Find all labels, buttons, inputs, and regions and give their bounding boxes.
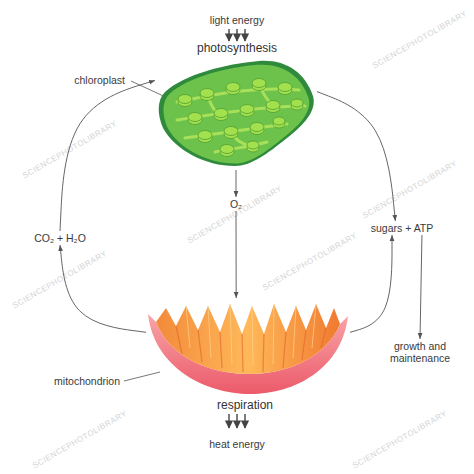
- flow-arrow: [350, 235, 392, 332]
- flow-arrow: [236, 211, 237, 298]
- flow-arrow: [420, 235, 422, 339]
- watermark: SCIENCEPHOTOLIBRARY: [20, 118, 119, 182]
- energy-label: heat energy: [209, 438, 264, 450]
- mitochondrion: mitochondrionrespiration: [146, 298, 350, 396]
- chloroplast: photosynthesischloroplast: [155, 58, 317, 170]
- watermark: SCIENCEPHOTOLIBRARY: [185, 183, 284, 247]
- watermark: SCIENCEPHOTOLIBRARY: [370, 8, 469, 72]
- watermark: SCIENCEPHOTOLIBRARY: [10, 248, 109, 312]
- outcome-label: growth and maintenance: [382, 339, 458, 365]
- leader-line: [124, 372, 160, 381]
- substance-label: CO₂ + H₂O: [32, 231, 88, 245]
- part-label: chloroplast: [63, 74, 125, 86]
- node-text: CO₂ + H₂O: [34, 232, 86, 244]
- flow-arrow: [60, 80, 155, 231]
- substance-label: sugars + ATP: [369, 221, 436, 235]
- light-arrows: [229, 29, 245, 41]
- heat-arrows: [229, 414, 245, 428]
- watermark: SCIENCEPHOTOLIBRARY: [260, 230, 359, 294]
- part-label: mitochondrion: [48, 375, 120, 387]
- process-heading: respiration: [217, 399, 273, 411]
- mitochondrion-illustration: [146, 298, 350, 396]
- watermark: SCIENCEPHOTOLIBRARY: [350, 408, 449, 472]
- process-heading: photosynthesis: [197, 42, 277, 54]
- watermark: SCIENCEPHOTOLIBRARY: [360, 158, 459, 222]
- chloroplast-illustration: [155, 58, 317, 170]
- watermark: SCIENCEPHOTOLIBRARY: [30, 408, 129, 472]
- flow-arrow: [236, 170, 237, 197]
- energy-label: light energy: [210, 14, 264, 26]
- node-text: sugars + ATP: [371, 222, 434, 234]
- node-text: growth and maintenance: [384, 340, 456, 364]
